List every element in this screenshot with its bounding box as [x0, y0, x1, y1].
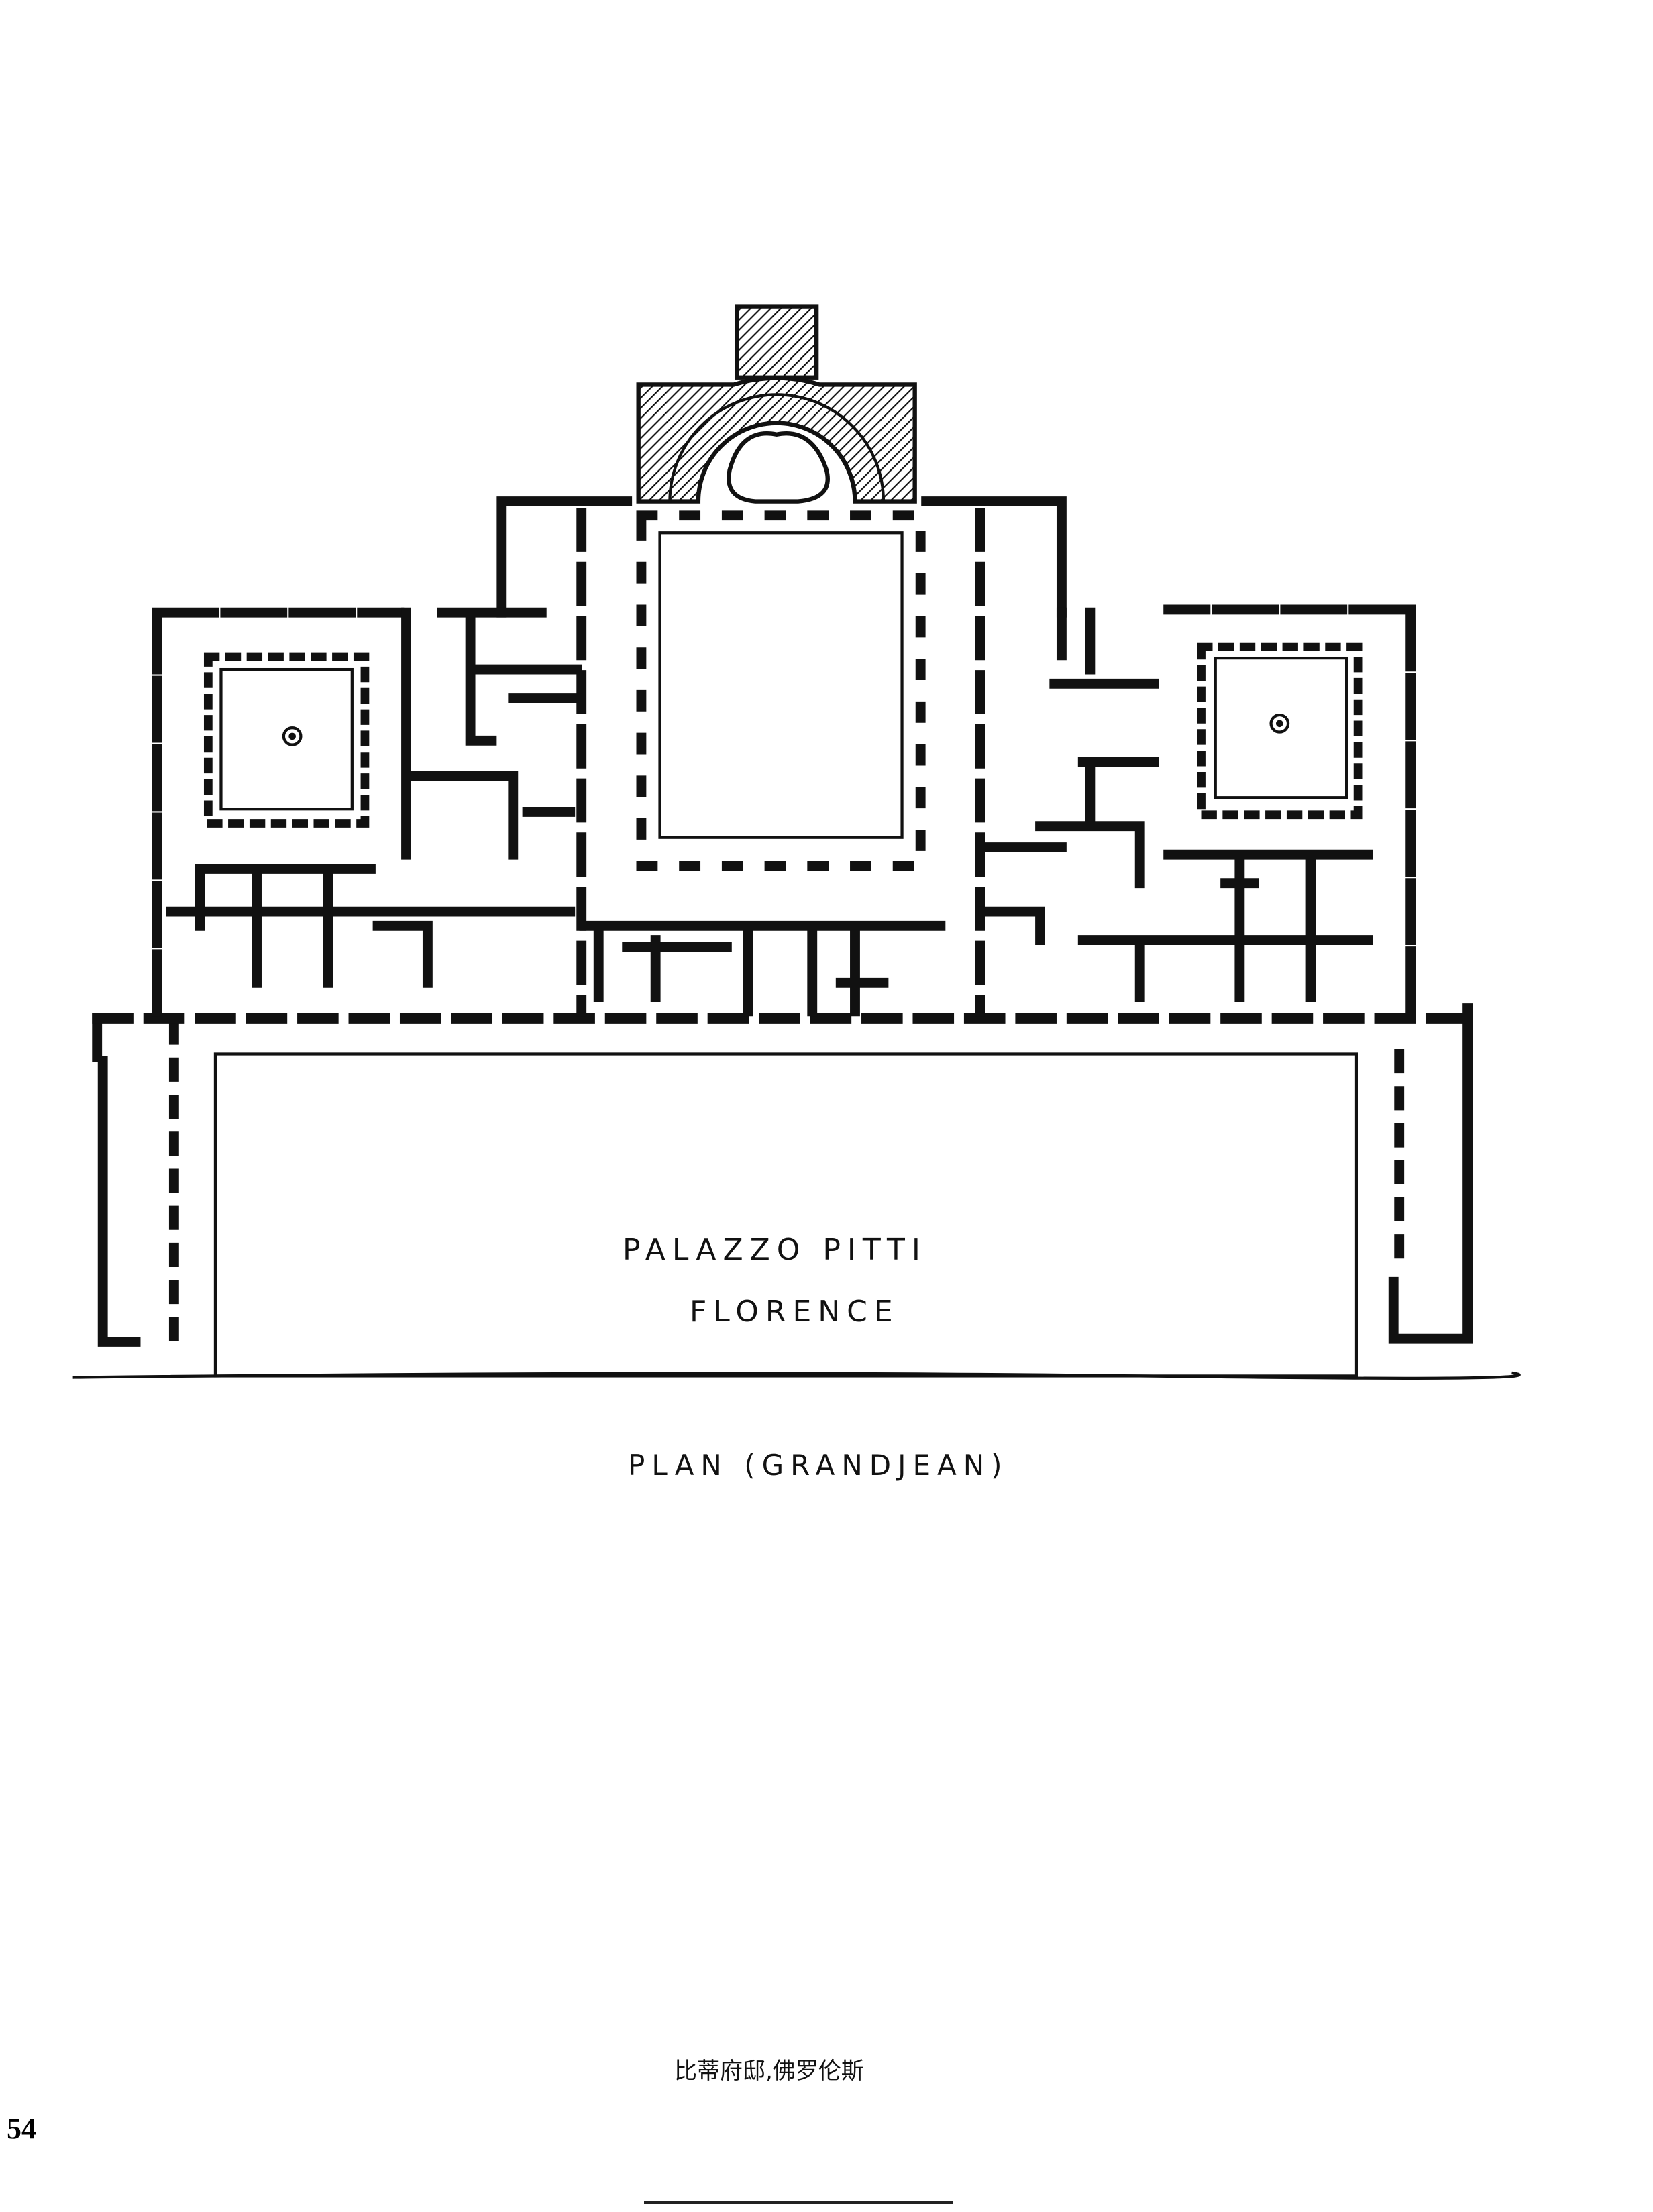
- bottom-rule: [644, 2201, 953, 2204]
- drawing-title: PALAZZO PITTI: [623, 1233, 927, 1267]
- apse-inner-arc: [668, 393, 886, 503]
- apse-stair: [735, 304, 819, 380]
- middle-block-outline: [152, 604, 1416, 1024]
- right-courtyard-arcade: [1197, 642, 1363, 820]
- page-number: 54: [7, 2112, 36, 2145]
- center-rooms-walls: [579, 920, 946, 1017]
- left-wing-wall: [92, 1013, 141, 1347]
- right-rooms-walls: [978, 607, 1373, 1002]
- right-fountain: [1269, 713, 1290, 734]
- left-courtyard: [219, 667, 354, 811]
- left-fountain: [282, 726, 303, 746]
- drawing-subtitle: PLAN (GRANDJEAN): [628, 1449, 1009, 1482]
- central-courtyard: [658, 531, 904, 839]
- central-arcade: [636, 510, 926, 871]
- left-courtyard-arcade: [203, 652, 370, 828]
- front-piazza: [213, 1052, 1358, 1378]
- figure-caption: 比蒂府邸,佛罗伦斯: [674, 2058, 864, 2085]
- right-wing-wall: [1388, 1003, 1473, 1344]
- drawing-location: FLORENCE: [690, 1294, 900, 1329]
- left-rooms-walls: [166, 607, 582, 988]
- grotto-opening: [727, 431, 830, 504]
- central-block-outline: [496, 496, 1067, 618]
- right-courtyard: [1214, 656, 1348, 799]
